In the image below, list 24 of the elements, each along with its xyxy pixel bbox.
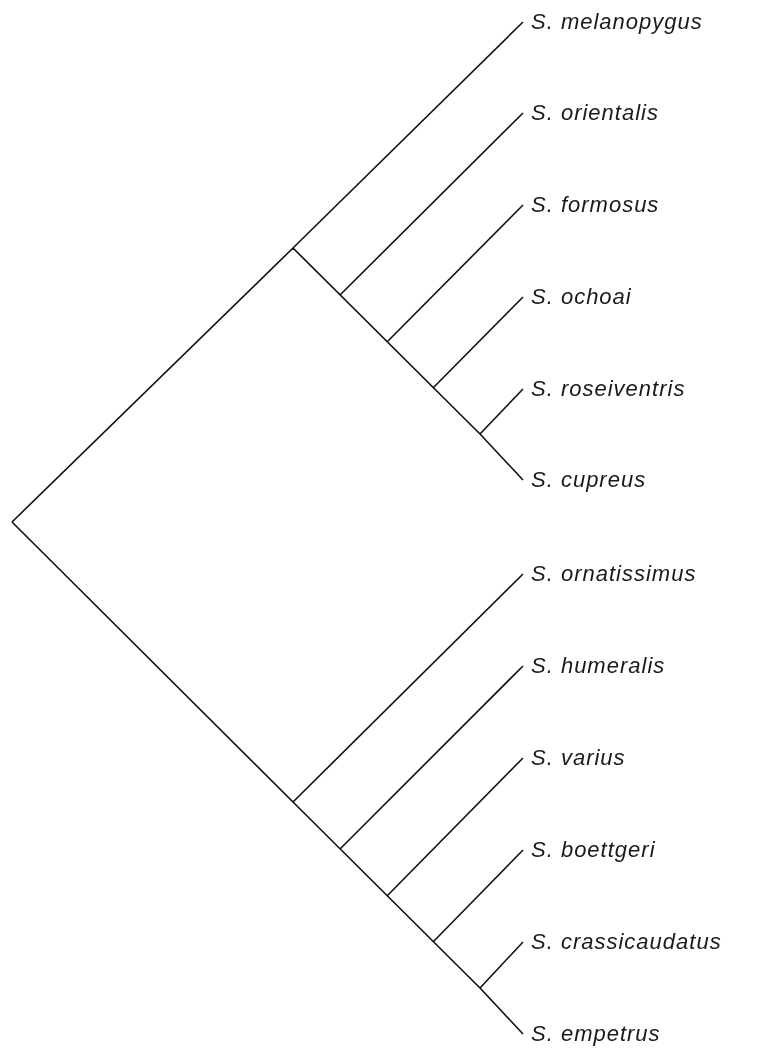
species-name: S. melanopygus	[523, 8, 703, 36]
branch-line	[432, 296, 524, 389]
species-name: S. ornatissimus	[523, 560, 697, 588]
branch-line	[292, 573, 524, 803]
species-name: S. orientalis	[523, 99, 659, 127]
species-name: S. varius	[523, 744, 626, 772]
branch-line	[386, 757, 524, 897]
species-name: S. formosus	[523, 191, 660, 219]
species-name: S. ochoai	[523, 283, 632, 311]
branch-line	[339, 665, 524, 850]
species-name: S. cupreus	[523, 466, 647, 494]
branch-line	[479, 433, 524, 481]
species-name: S. empetrus	[523, 1020, 661, 1048]
branch-line	[432, 849, 524, 943]
branch-line	[339, 112, 524, 296]
species-name: S. roseiventris	[523, 375, 686, 403]
species-name: S. crassicaudatus	[523, 928, 722, 956]
branch-line	[479, 987, 524, 1035]
branch-line	[386, 204, 524, 343]
species-name: S. humeralis	[523, 652, 666, 680]
branch-line	[479, 388, 524, 435]
branch-line	[479, 941, 524, 989]
species-name: S. boettgeri	[523, 836, 656, 864]
branch-line	[292, 21, 524, 249]
